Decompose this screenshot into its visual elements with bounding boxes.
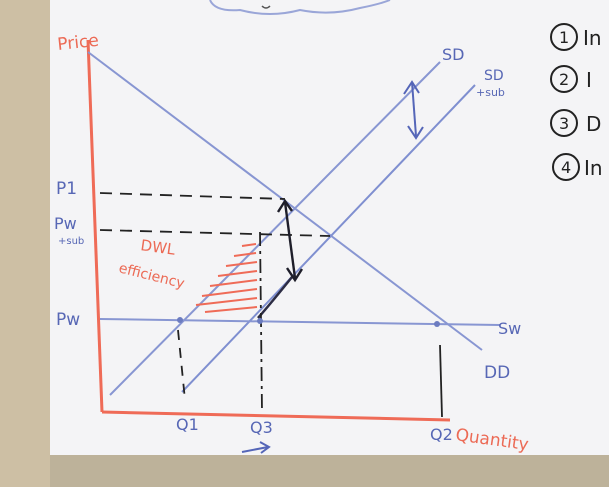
y-axis-label: Price	[56, 31, 99, 55]
subsidy-arrow-lower	[276, 198, 304, 283]
list-item-2-num: 2	[559, 70, 569, 89]
list-item-3-circle	[550, 109, 578, 137]
q1-label: Q1	[176, 415, 199, 434]
dwl-hatching	[195, 243, 258, 313]
pw-sub-sublabel: +sub	[58, 236, 84, 247]
list-item-4-num: 4	[561, 158, 571, 177]
q2-label: Q2	[430, 425, 453, 444]
supply-with-subsidy-curve	[181, 84, 476, 393]
whiteboard-surface	[50, 0, 609, 460]
q1-dashed-line	[177, 329, 186, 401]
list-item-1-text: In	[583, 26, 602, 50]
sw-label: Sw	[498, 319, 521, 338]
point-q1	[177, 317, 183, 323]
x-axis	[101, 410, 451, 422]
dwl-label: DWL	[139, 236, 177, 259]
list-item-1-num: 1	[559, 28, 569, 47]
domestic-supply-curve	[109, 61, 441, 396]
point-q2	[434, 321, 440, 327]
point-q3	[257, 318, 263, 324]
q2-line	[439, 344, 443, 418]
pw-label: Pw	[56, 310, 80, 330]
y-axis	[86, 39, 104, 413]
list-item-4-circle	[552, 153, 580, 181]
cloud-mark	[261, 5, 271, 9]
subsidy-arrow-upper	[403, 80, 424, 140]
q3-label: Q3	[250, 418, 273, 437]
list-item-1-circle	[550, 23, 578, 51]
p1-dashed-line	[99, 192, 286, 200]
q3-shift-arrow	[241, 441, 271, 454]
sd-sub-label: SD	[484, 68, 504, 84]
board-shadow-edge	[50, 455, 609, 487]
list-item-3-num: 3	[559, 114, 569, 133]
list-item-2-circle	[550, 65, 578, 93]
sd-sub-sublabel: +sub	[476, 86, 505, 99]
sd-label: SD	[442, 45, 464, 64]
p1-label: P1	[56, 179, 77, 199]
cloud-scribble	[209, 0, 391, 15]
list-item-3-text: D	[586, 112, 601, 136]
world-supply-line	[99, 318, 501, 326]
dd-label: DD	[484, 363, 510, 383]
pw-sub-dashed-line	[99, 229, 331, 237]
list-item-2-text: I	[586, 68, 592, 92]
side-list: 1 In 2 I 3 D 4 In	[550, 23, 603, 181]
list-item-4-text: In	[584, 156, 603, 180]
pw-sub-label: Pw	[54, 214, 77, 233]
